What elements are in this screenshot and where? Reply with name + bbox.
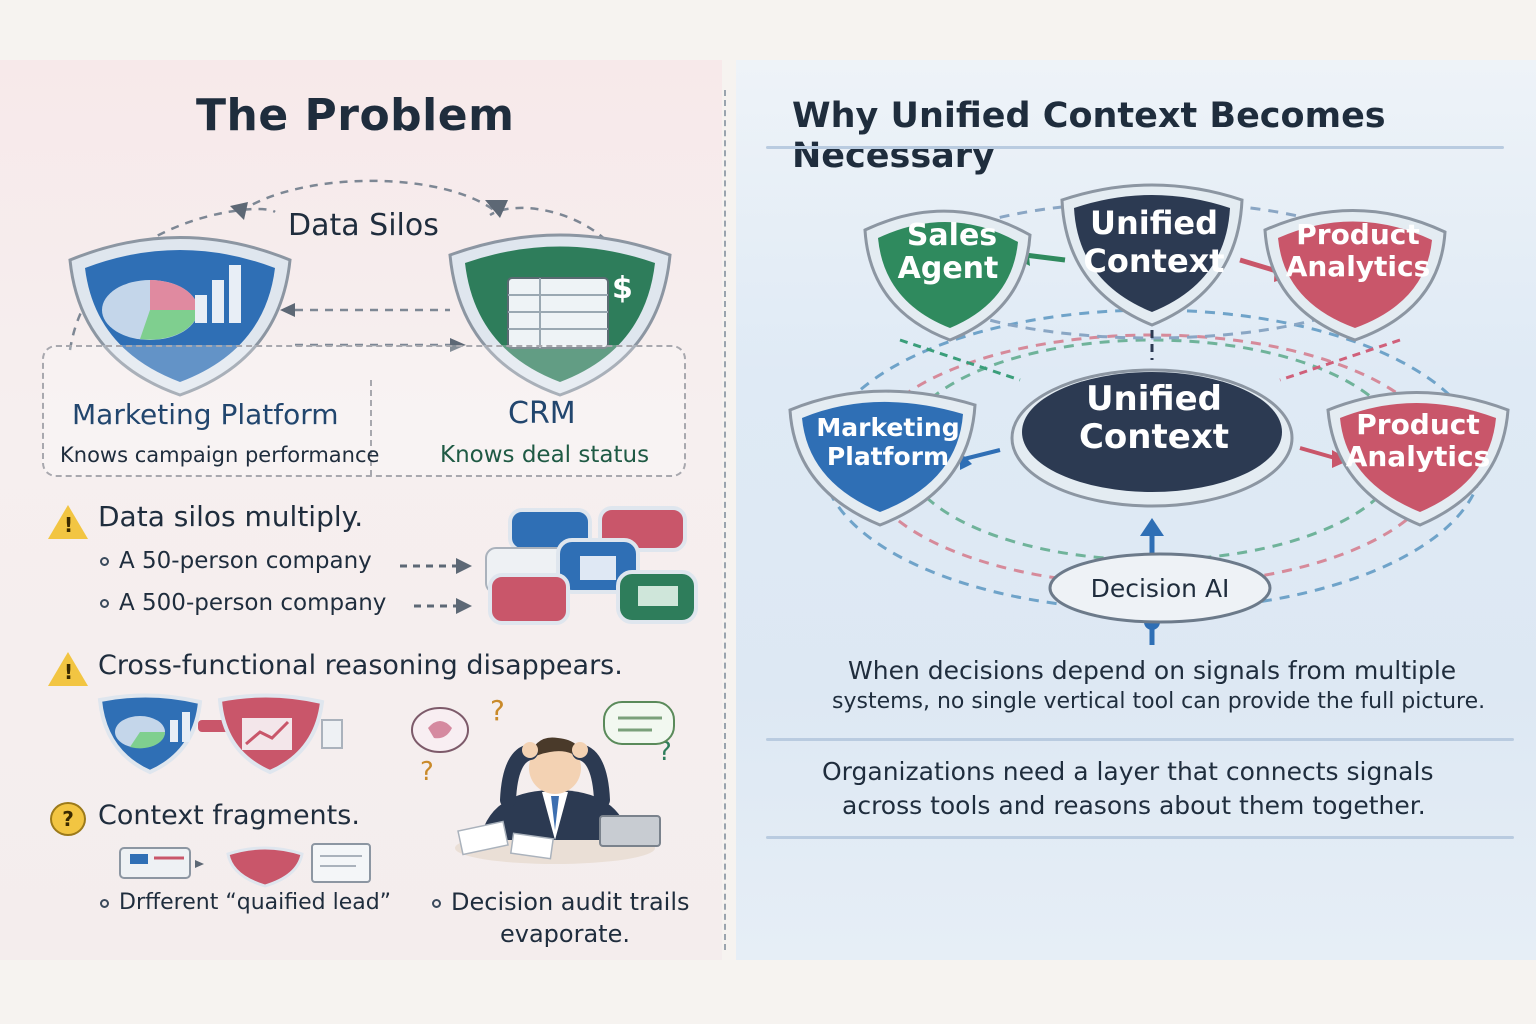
node-label: Decision AI [1091,574,1230,603]
section1-heading: Data silos multiply. [98,500,364,533]
dollar-icon: $ [612,271,633,306]
product-analytics-right-node: Product Analytics [1326,391,1510,527]
marketing-platform-node: Marketing Platform [788,389,977,527]
arrowhead [280,303,295,317]
node-label: Unified [1090,204,1218,242]
unified-context-center-node: Unified Context [1010,368,1294,508]
node-label: Unified [1086,379,1222,419]
problem-title: The Problem [196,90,515,141]
title-underline [766,146,1504,149]
list-item: Decision audit trails [432,888,690,916]
question-icon: ? [490,694,505,727]
silos-box [42,345,686,477]
separator-line [766,738,1514,741]
bullet-icon [100,599,109,608]
node-label: Product [1296,218,1420,251]
list-item: A 500-person company [100,590,386,616]
silo-arc-top [239,179,501,216]
section3-heading: Context fragments. [98,800,360,831]
confused-person-illustration: ? ? ? [411,694,675,864]
unified-context-top-node: Unified Context [1060,183,1244,327]
marketing-platform-desc: Knows campaign performance [60,443,380,467]
marketing-platform-shield [68,236,292,397]
statement1-line1: When decisions depend on signals from mu… [848,656,1457,685]
question-icon: ? [50,802,86,836]
bullet-icon [432,898,441,908]
warning-icon: ! [48,505,88,539]
node-label: Context [1083,242,1224,280]
data-silos-label: Data Silos [288,208,439,243]
marketing-platform-name: Marketing Platform [72,398,339,431]
node-label: Analytics [1346,440,1491,473]
node-label: Context [1079,417,1229,457]
unified-context-diagram: Sales Agent Unified Context Product Anal… [788,183,1510,645]
statement2-line1: Organizations need a layer that connects… [822,757,1434,786]
silo-arc-right [489,206,639,351]
solution-title: Why Unified Context Becomes Necessary [792,96,1386,176]
cross-functional-illustration [97,693,343,775]
question-icon: ? [420,757,434,787]
list-item: A 50-person company [100,548,372,574]
panel-divider [724,90,726,950]
arrowhead [230,202,248,220]
fragments-illustration [119,843,371,888]
node-label: Product [1356,408,1480,441]
bullet-icon [100,557,109,566]
crm-shield: $ [448,233,672,397]
list-item-continuation: evaporate. [500,920,630,948]
question-icon: ? [658,737,672,767]
silos-split [370,380,372,476]
node-label: Marketing [816,413,959,442]
silo-cluster-illustration [400,506,698,625]
decision-ai-node: Decision AI [1048,552,1272,624]
arrowhead [485,200,508,218]
crm-name: CRM [508,396,576,431]
node-label: Agent [898,251,999,286]
section2-heading: Cross-functional reasoning disappears. [98,650,623,681]
sales-agent-node: Sales Agent [863,209,1032,342]
statement1-line2: systems, no single vertical tool can pro… [832,689,1486,714]
separator-line [766,836,1514,839]
node-label: Platform [827,442,949,471]
node-label: Analytics [1286,250,1431,283]
bullet-icon [100,898,109,908]
node-label: Sales [907,218,997,253]
crm-desc: Knows deal status [440,442,650,468]
statement2-line2: across tools and reasons about them toge… [842,791,1426,820]
product-analytics-top-node: Product Analytics [1263,209,1447,342]
warning-icon: ! [48,652,88,686]
list-item: Drfferent “quaified lead” [100,890,391,915]
